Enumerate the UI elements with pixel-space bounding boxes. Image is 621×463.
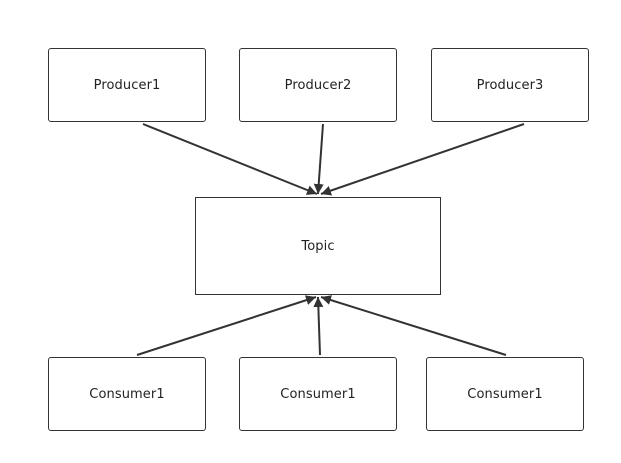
consumer-a-label: Consumer1 <box>89 386 165 402</box>
producer1-label: Producer1 <box>93 77 161 93</box>
arrow-consumer-b-to-topic <box>313 296 324 356</box>
producer2-label: Producer2 <box>284 77 352 93</box>
arrow-producer2-to-topic <box>313 123 324 195</box>
arrow-producer3-to-topic <box>320 123 525 196</box>
producer2-node: Producer2 <box>239 48 397 122</box>
consumer-b-label: Consumer1 <box>280 386 356 402</box>
consumer-b-node: Consumer1 <box>239 357 397 431</box>
arrow-consumer-c-to-topic <box>320 295 507 356</box>
consumer-a-node: Consumer1 <box>48 357 206 431</box>
arrow-consumer-a-to-topic <box>136 295 317 356</box>
arrow-producer1-to-topic <box>142 123 318 195</box>
producer3-node: Producer3 <box>431 48 589 122</box>
producer3-label: Producer3 <box>476 77 544 93</box>
consumer-c-node: Consumer1 <box>426 357 584 431</box>
topic-label: Topic <box>301 238 335 254</box>
producer1-node: Producer1 <box>48 48 206 122</box>
topic-node: Topic <box>195 197 441 295</box>
consumer-c-label: Consumer1 <box>467 386 543 402</box>
